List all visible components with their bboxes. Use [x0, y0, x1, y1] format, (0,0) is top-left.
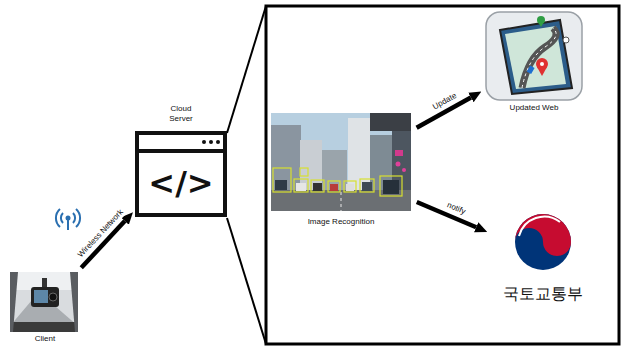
node-label: 국토교통부 [490, 284, 596, 303]
detail-frame [266, 6, 619, 344]
map-app-icon [486, 12, 582, 100]
zoom-line [227, 218, 266, 344]
window-dot [202, 140, 206, 144]
node-label: Updated Web [484, 103, 584, 113]
ministry-node: 국토교통부 [490, 208, 596, 303]
web-node: Updated Web [484, 12, 584, 113]
street-photo [271, 113, 411, 211]
window-dot [216, 140, 220, 144]
client-node: Client [10, 270, 80, 344]
node-label: Image Recognition [268, 217, 414, 227]
window-title-bar [139, 135, 223, 153]
edge-label: Wireless Network [75, 207, 127, 261]
code-symbol: </> [139, 153, 223, 213]
node-heading: Cloud Server [160, 104, 202, 123]
window-dot [209, 140, 213, 144]
window-box: </> [135, 131, 227, 217]
zoom-line [227, 6, 266, 133]
server-node: Cloud Server </> [135, 104, 227, 217]
ministry-logo [515, 214, 571, 270]
recognition-node: Image Recognition [268, 113, 414, 227]
dashcam-photo [10, 272, 78, 332]
node-label: Client [10, 334, 80, 344]
wireless-icon [56, 209, 80, 230]
